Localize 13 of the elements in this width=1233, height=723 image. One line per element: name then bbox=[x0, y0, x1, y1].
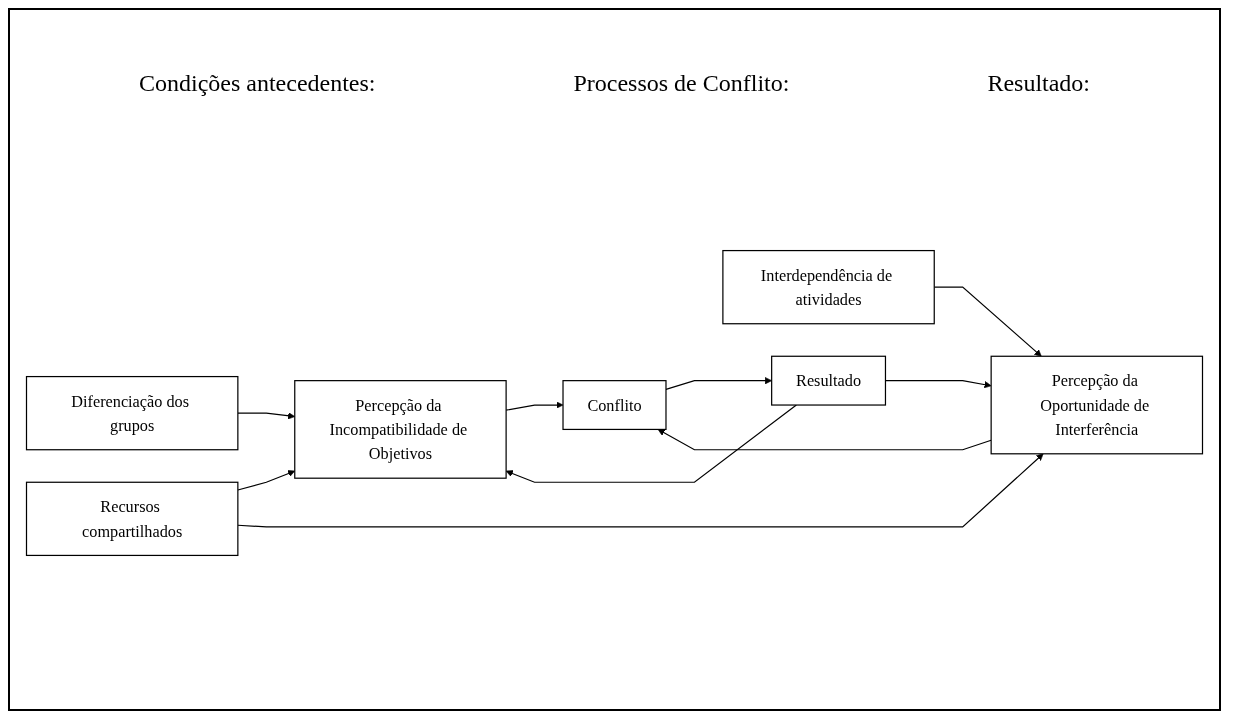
arrow bbox=[665, 377, 772, 390]
node-box: Percepção da Incompatibilidade de Objetivos bbox=[294, 380, 507, 479]
node-box: Conflito bbox=[562, 380, 667, 431]
column-heading: Condições antecedentes: bbox=[138, 70, 376, 97]
node-box: Percepção da Oportunidade de Interferência bbox=[990, 355, 1204, 455]
node-box: Diferenciação dos grupos bbox=[25, 375, 239, 451]
node-box: Recursos compartilhados bbox=[25, 481, 239, 557]
arrow bbox=[237, 453, 1044, 528]
column-heading: Resultado: bbox=[987, 70, 1091, 97]
node-box: Resultado bbox=[771, 355, 887, 406]
arrow bbox=[657, 429, 992, 451]
node-box: Interdependência de atividades bbox=[722, 249, 935, 325]
column-heading: Processos de Conflito: bbox=[573, 70, 790, 97]
